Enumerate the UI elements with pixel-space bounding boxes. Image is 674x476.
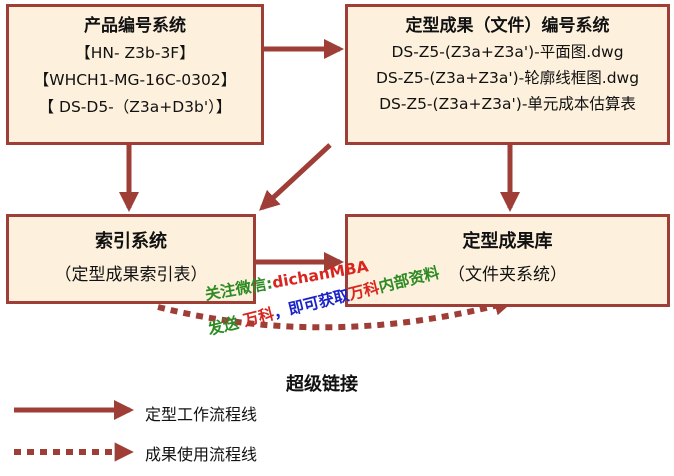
result-library-box[interactable]: 定型成果库 （文件夹系统）: [345, 214, 670, 307]
file-line: DS-Z5-(Z3a+Z3a')-轮廓线框图.dwg: [375, 69, 640, 87]
code-line: 【WHCH1-MG-16C-0302】: [33, 71, 237, 89]
legend-title: 超级链接: [286, 374, 358, 395]
box-title: 定型成果（文件）编号系统: [405, 16, 610, 36]
box-title: 索引系统: [95, 231, 167, 252]
file-line: DS-Z5-(Z3a+Z3a')-平面图.dwg: [391, 43, 624, 61]
result-code-system-box[interactable]: 定型成果（文件）编号系统 DS-Z5-(Z3a+Z3a')-平面图.dwg DS…: [345, 4, 670, 145]
file-line: DS-Z5-(Z3a+Z3a')-单元成本估算表: [379, 95, 636, 113]
box-title: 定型成果库: [462, 231, 553, 252]
index-system-box[interactable]: 索引系统 （定型成果索引表）: [6, 214, 256, 304]
arrow-result-to-index: [259, 143, 332, 211]
box-subtitle: （文件夹系统）: [448, 265, 567, 285]
legend-solid-label: 定型工作流程线: [145, 405, 258, 424]
box-title: 产品编号系统: [84, 16, 186, 36]
legend-dotted-label: 成果使用流程线: [145, 445, 258, 464]
code-line: 【HN- Z3b-3F】: [75, 44, 195, 62]
code-line: 【 DS-D5-（Z3a+D3b'）】: [38, 98, 232, 116]
dotted-usage-curve: [157, 296, 514, 331]
box-subtitle: （定型成果索引表）: [54, 265, 208, 285]
product-code-system-box[interactable]: 产品编号系统 【HN- Z3b-3F】 【WHCH1-MG-16C-0302】 …: [6, 4, 264, 145]
